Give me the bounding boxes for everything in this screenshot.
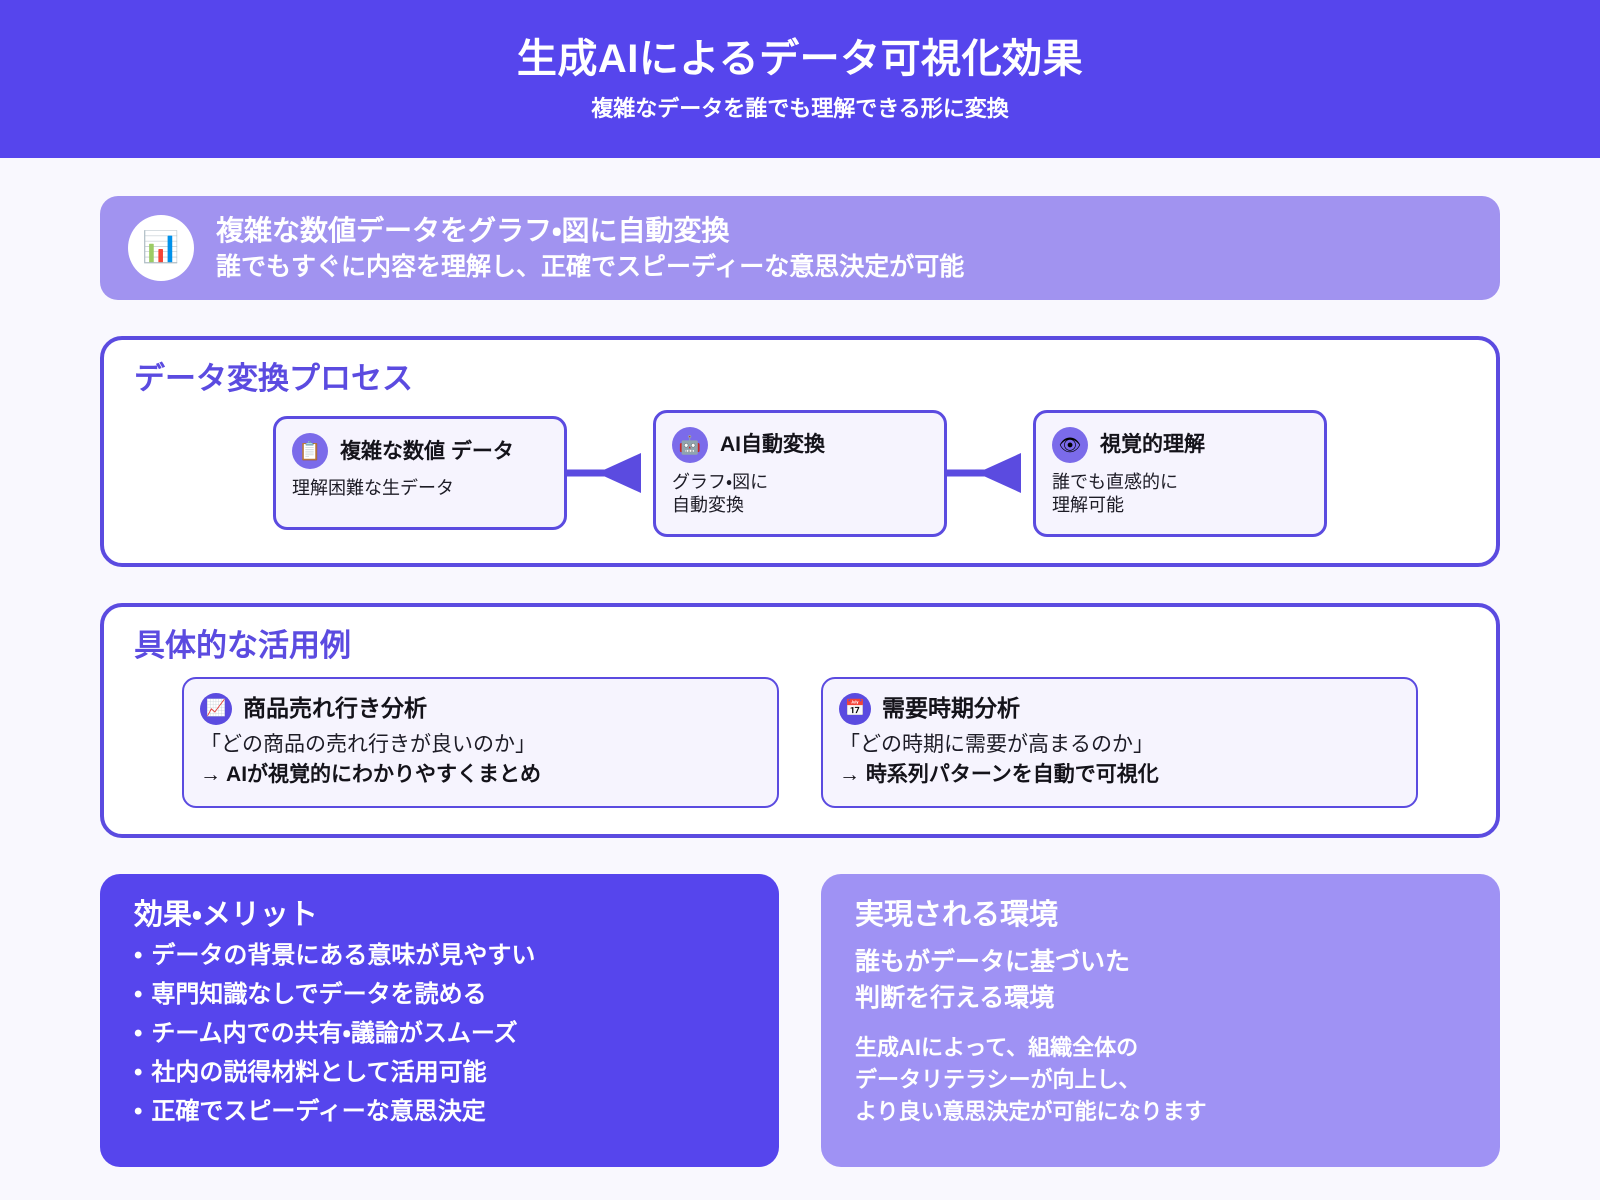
step-title: 視覚的理解 [1100, 433, 1205, 457]
benefit-item: • 正確でスピーディーな意思決定 [134, 1097, 745, 1125]
banner-headline: 複雑な数値データをグラフ・図に自動変換 [216, 215, 730, 247]
banner-subline: 誰でもすぐに内容を理解し、正確でスピーディーな意思決定が可能 [216, 252, 965, 281]
arrow-shaft [947, 469, 1005, 477]
bottom-cards: 効果・メリット • データの背景にある意味が見やすい • 専門知識なしでデータを… [100, 873, 1500, 1167]
bullet-icon: • [134, 1058, 143, 1086]
usecase-card-sales: 📈 商品売れ行き分析 「どの商品の売れ行きが良いのか」 → AIが視覚的にわかり… [182, 676, 779, 808]
bullet-icon: • [134, 1097, 143, 1125]
page-subtitle: 複雑なデータを誰でも理解できる形に変換 [591, 95, 1009, 121]
benefit-label: 正確でスピーディーな意思決定 [151, 1097, 486, 1125]
benefit-item: • データの背景にある意味が見やすい [134, 941, 745, 969]
benefit-item: • 専門知識なしでデータを読める [134, 980, 745, 1008]
benefit-label: チーム内での共有・議論がスムーズ [151, 1019, 518, 1047]
step-header: 📋 複雑な数値 データ [292, 433, 546, 470]
arrow-shaft [567, 469, 625, 477]
process-step-1: 📋 複雑な数値 データ 理解困難な生データ [273, 416, 567, 531]
usecase-title: 商品売れ行き分析 [243, 695, 427, 722]
usecase-result: → 時系列パターンを自動で可視化 [839, 763, 1159, 787]
calendar-icon: 📅 [839, 692, 871, 725]
summary-banner: 📊 複雑な数値データをグラフ・図に自動変換 誰でもすぐに内容を理解し、正確でスピ… [100, 196, 1500, 300]
benefit-item: • チーム内での共有・議論がスムーズ [134, 1019, 745, 1047]
robot-icon: 🤖 [672, 427, 708, 464]
process-arrow-2 [947, 450, 1033, 496]
arrow-head-icon [597, 453, 641, 494]
usecase-header: 📅 需要時期分析 [839, 692, 1398, 725]
benefit-item: • 社内の説得材料として活用可能 [134, 1058, 745, 1086]
process-arrow-1 [567, 450, 653, 496]
process-flow: 📋 複雑な数値 データ 理解困難な生データ 🤖 AI自動変換 グラフ・図に 自動… [134, 410, 1466, 537]
step-description: グラフ・図に 自動変換 [672, 472, 769, 516]
step-title: AI自動変換 [720, 433, 825, 457]
step-header: 🤖 AI自動変換 [672, 427, 926, 464]
step-title: 複雑な数値 データ [340, 439, 514, 463]
usecase-header: 📈 商品売れ行き分析 [200, 692, 759, 725]
benefit-label: データの背景にある意味が見やすい [151, 941, 536, 969]
benefits-title: 効果・メリット [134, 898, 318, 931]
benefits-card: 効果・メリット • データの背景にある意味が見やすい • 専門知識なしでデータを… [100, 873, 779, 1167]
bullet-icon: • [134, 941, 143, 969]
process-step-3: 👁 視覚的理解 誰でも直感的に 理解可能 [1033, 410, 1327, 537]
bullet-icon: • [134, 1019, 143, 1047]
process-section: データ変換プロセス 📋 複雑な数値 データ 理解困難な生データ 🤖 AI自動変換… [100, 336, 1500, 567]
usecase-question: 「どの商品の売れ行きが良いのか」 [200, 732, 536, 756]
process-step-2: 🤖 AI自動変換 グラフ・図に 自動変換 [653, 410, 947, 537]
benefit-label: 専門知識なしでデータを読める [151, 980, 487, 1008]
usecase-question: 「どの時期に需要が高まるのか」 [839, 732, 1154, 756]
step-description: 誰でも直感的に 理解可能 [1052, 472, 1178, 516]
page-title: 生成AIによるデータ可視化効果 [516, 36, 1084, 81]
usecase-title: 需要時期分析 [882, 695, 1020, 722]
environment-lead: 誰もがデータに基づいた 判断を行える環境 [855, 947, 1131, 1012]
usecase-section: 具体的な活用例 📈 商品売れ行き分析 「どの商品の売れ行きが良いのか」 → AI… [100, 602, 1500, 838]
arrow-head-icon [977, 453, 1021, 494]
bullet-icon: • [134, 980, 143, 1008]
environment-body: 生成AIによって、組織全体の データリテラシーが向上し、 より良い意思決定が可能… [855, 1035, 1207, 1124]
usecase-card-demand: 📅 需要時期分析 「どの時期に需要が高まるのか」 → 時系列パターンを自動で可視… [821, 676, 1418, 808]
process-section-title: データ変換プロセス [134, 361, 413, 396]
environment-title: 実現される環境 [855, 898, 1059, 931]
step-description: 理解困難な生データ [292, 478, 454, 499]
usecase-section-title: 具体的な活用例 [134, 627, 351, 663]
step-header: 👁 視覚的理解 [1052, 427, 1306, 464]
page-header: 生成AIによるデータ可視化効果 複雑なデータを誰でも理解できる形に変換 [0, 0, 1600, 158]
page-body: 📊 複雑な数値データをグラフ・図に自動変換 誰でもすぐに内容を理解し、正確でスピ… [0, 196, 1600, 1167]
clipboard-icon: 📋 [292, 433, 328, 470]
bar-chart-icon: 📊 [128, 215, 194, 281]
environment-card: 実現される環境 誰もがデータに基づいた 判断を行える環境 生成AIによって、組織… [821, 873, 1500, 1167]
benefit-label: 社内の説得材料として活用可能 [151, 1058, 487, 1086]
banner-text-group: 複雑な数値データをグラフ・図に自動変換 誰でもすぐに内容を理解し、正確でスピーデ… [216, 216, 964, 280]
eye-icon: 👁 [1052, 427, 1088, 464]
chart-increasing-icon: 📈 [200, 692, 232, 725]
usecase-result: → AIが視覚的にわかりやすくまとめ [200, 763, 542, 787]
usecase-list: 📈 商品売れ行き分析 「どの商品の売れ行きが良いのか」 → AIが視覚的にわかり… [134, 676, 1466, 808]
